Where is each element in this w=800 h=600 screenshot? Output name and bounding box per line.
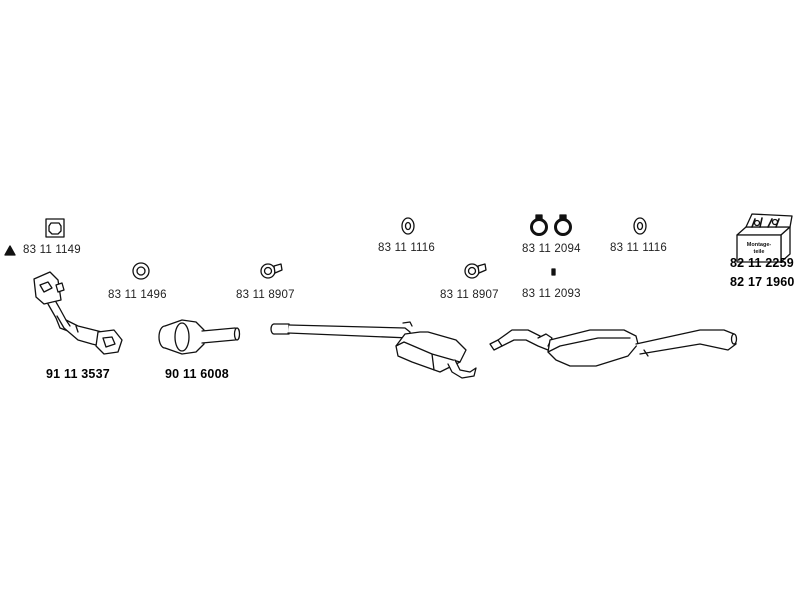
label-clamp-1: 83 11 8907 — [236, 289, 295, 301]
front-pipe-part[interactable] — [33, 271, 123, 355]
label-clamp-2: 83 11 8907 — [440, 289, 499, 301]
rubber-ring-part[interactable] — [132, 262, 150, 280]
kit-box-text-line1: Montage- — [747, 242, 772, 248]
rear-silencer-part[interactable] — [489, 329, 738, 367]
clamp-part-2[interactable] — [464, 263, 487, 279]
small-bolt-part[interactable] — [551, 268, 556, 276]
label-mounting-kit-1: 82 11 2259 — [730, 256, 794, 270]
warning-triangle-icon — [4, 245, 16, 256]
clamp-part-1[interactable] — [260, 263, 283, 279]
label-front-pipe: 91 11 3537 — [46, 367, 110, 381]
flange-gasket-part[interactable] — [45, 218, 65, 238]
label-hanger-pair-sub: 83 11 2093 — [522, 288, 581, 300]
label-hanger-2: 83 11 1116 — [610, 242, 667, 254]
label-flange-gasket: 83 11 1149 — [23, 244, 81, 256]
hanger-part-1[interactable] — [401, 217, 415, 235]
middle-silencer-part[interactable] — [270, 321, 477, 379]
label-rubber-ring: 83 11 1496 — [108, 289, 167, 301]
label-hanger-pair: 83 11 2094 — [522, 243, 581, 255]
catalytic-converter-part[interactable] — [158, 319, 241, 355]
kit-box-text-line2: teile — [753, 249, 764, 255]
mounting-kit-box[interactable] — [736, 213, 793, 263]
label-catalyst: 90 11 6008 — [165, 367, 229, 381]
label-mounting-kit-2: 82 17 1960 — [730, 275, 795, 289]
label-hanger-1: 83 11 1116 — [378, 242, 435, 254]
hanger-part-2[interactable] — [633, 217, 647, 235]
hanger-pair-part[interactable] — [530, 214, 572, 236]
